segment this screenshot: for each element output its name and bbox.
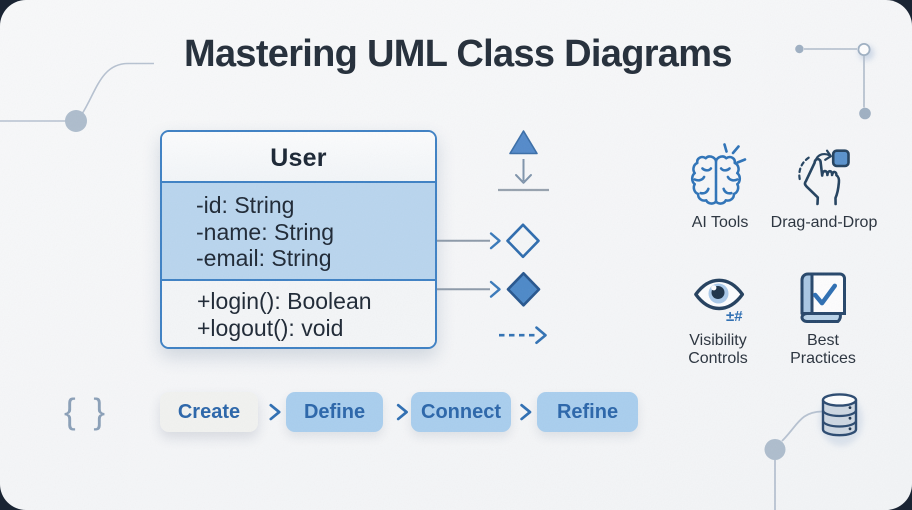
svg-text:±#: ±# [726,308,743,325]
